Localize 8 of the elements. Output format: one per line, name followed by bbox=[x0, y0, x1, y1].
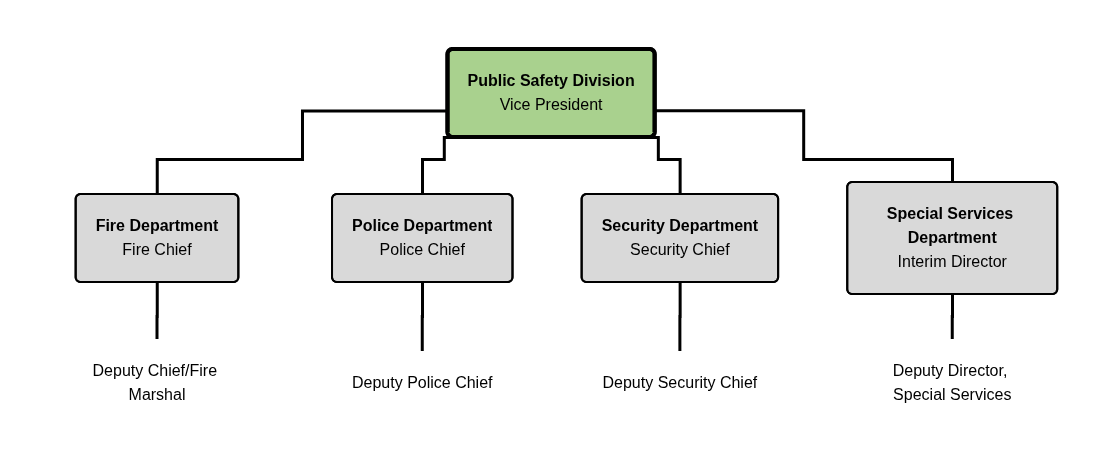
connector bbox=[421, 281, 425, 353]
node-text: Deputy Chief/Fire Marshal bbox=[92, 362, 218, 403]
node-text: Deputy Director, Special Services bbox=[893, 362, 1012, 403]
connector bbox=[678, 281, 683, 353]
connector bbox=[951, 293, 955, 341]
connector bbox=[155, 281, 160, 341]
node-text: Deputy Security Chief bbox=[602, 374, 758, 391]
node-text: Deputy Police Chief bbox=[352, 374, 493, 391]
